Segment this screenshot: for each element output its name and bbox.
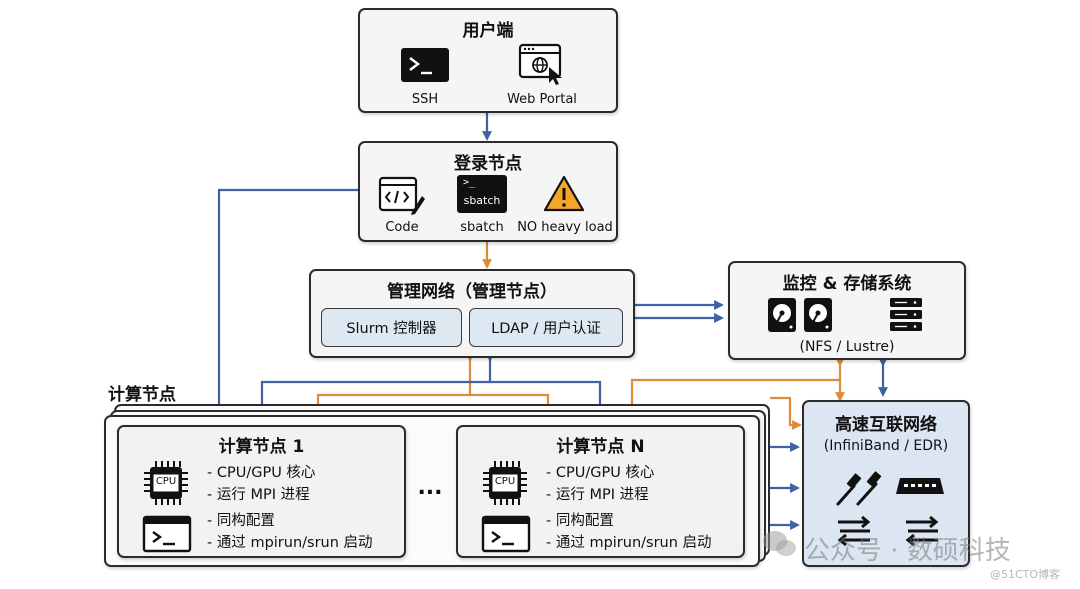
feature-item: - CPU/GPU 核心 <box>207 465 316 481</box>
terminal-icon <box>401 48 449 82</box>
ellipsis: ... <box>417 475 443 500</box>
server-rack-icon <box>890 298 922 331</box>
compute-node-n-features: - CPU/GPU 核心 - 运行 MPI 进程 - 同构配置 - 通过 mpi… <box>546 462 712 554</box>
watermark-main: 公众号 · 数硕科技 <box>804 536 1011 566</box>
cpu-chip-icon: CPU <box>142 460 190 506</box>
warning-icon <box>543 175 585 212</box>
code-editor-icon <box>378 176 425 215</box>
cpu-chip-icon: CPU <box>481 460 529 506</box>
management-network-box: 管理网络（管理节点） Slurm 控制器 LDAP / 用户认证 <box>309 269 635 358</box>
network-switch-icon <box>896 478 944 494</box>
router-arrows-icon <box>837 515 871 547</box>
compute-node-1-features: - CPU/GPU 核心 - 运行 MPI 进程 - 同构配置 - 通过 mpi… <box>207 462 373 554</box>
ldap-auth: LDAP / 用户认证 <box>469 308 623 347</box>
arrow-login-to-node1 <box>214 188 358 422</box>
cpu-chip-text: CPU <box>155 476 177 487</box>
sbatch-terminal-icon: >_ sbatch <box>457 175 507 213</box>
compute-group-label: 计算节点 <box>108 385 176 405</box>
user-side-box: 用户端 SSH Web Portal <box>358 8 618 113</box>
feature-item: - 运行 MPI 进程 <box>546 487 649 503</box>
feature-item: - 同构配置 <box>207 513 275 529</box>
compute-node-n-title: 计算节点 N <box>556 437 645 457</box>
cpu-chip-text: CPU <box>494 476 516 487</box>
login-node-title: 登录节点 <box>454 154 522 174</box>
watermark-small: @51CTO博客 <box>990 568 1061 581</box>
feature-item: - 运行 MPI 进程 <box>207 487 310 503</box>
network-cable-icon <box>836 471 882 506</box>
interconnect-box: 高速互联网络 (InfiniBand / EDR) <box>802 400 970 567</box>
compute-node-1: 计算节点 1 CPU - CPU/GPU 核心 - 运行 MPI 进程 - 同构… <box>117 425 406 558</box>
feature-item: - 通过 mpirun/srun 启动 <box>546 535 712 551</box>
web-portal-label: Web Portal <box>507 92 577 107</box>
interconnect-title: 高速互联网络 <box>835 415 937 435</box>
monitor-storage-sub: (NFS / Lustre) <box>799 339 895 355</box>
hard-disk-icon-2 <box>804 298 832 332</box>
user-side-title: 用户端 <box>462 21 514 41</box>
terminal-window-icon <box>481 515 531 553</box>
sbatch-icon-text: sbatch <box>463 194 501 207</box>
terminal-window-icon <box>142 515 192 553</box>
login-node-box: 登录节点 Code >_ sbatch sbatch NO heavy load <box>358 141 618 242</box>
compute-node-1-title: 计算节点 1 <box>218 437 305 457</box>
hard-disk-icon <box>768 298 796 332</box>
router-arrows-icon-2 <box>905 515 939 547</box>
slurm-controller: Slurm 控制器 <box>321 308 462 347</box>
compute-node-n: 计算节点 N CPU - CPU/GPU 核心 - 运行 MPI 进程 - 同构… <box>456 425 745 558</box>
monitor-storage-title: 监控 & 存储系统 <box>782 274 912 294</box>
feature-item: - 同构配置 <box>546 513 614 529</box>
feature-item: - 通过 mpirun/srun 启动 <box>207 535 373 551</box>
interconnect-sub: (InfiniBand / EDR) <box>823 438 949 454</box>
no-heavy-load-label: NO heavy load <box>517 220 613 235</box>
feature-item: - CPU/GPU 核心 <box>546 465 655 481</box>
code-label: Code <box>385 220 419 235</box>
monitor-storage-box: 监控 & 存储系统 (NFS / Lustre) <box>728 261 966 360</box>
sbatch-label: sbatch <box>460 220 504 235</box>
web-browser-icon <box>518 43 562 85</box>
arrow-mgmt-blue <box>257 352 495 422</box>
wechat-logo-icon <box>763 531 796 556</box>
management-network-title: 管理网络（管理节点） <box>387 282 557 302</box>
ssh-label: SSH <box>411 92 439 107</box>
